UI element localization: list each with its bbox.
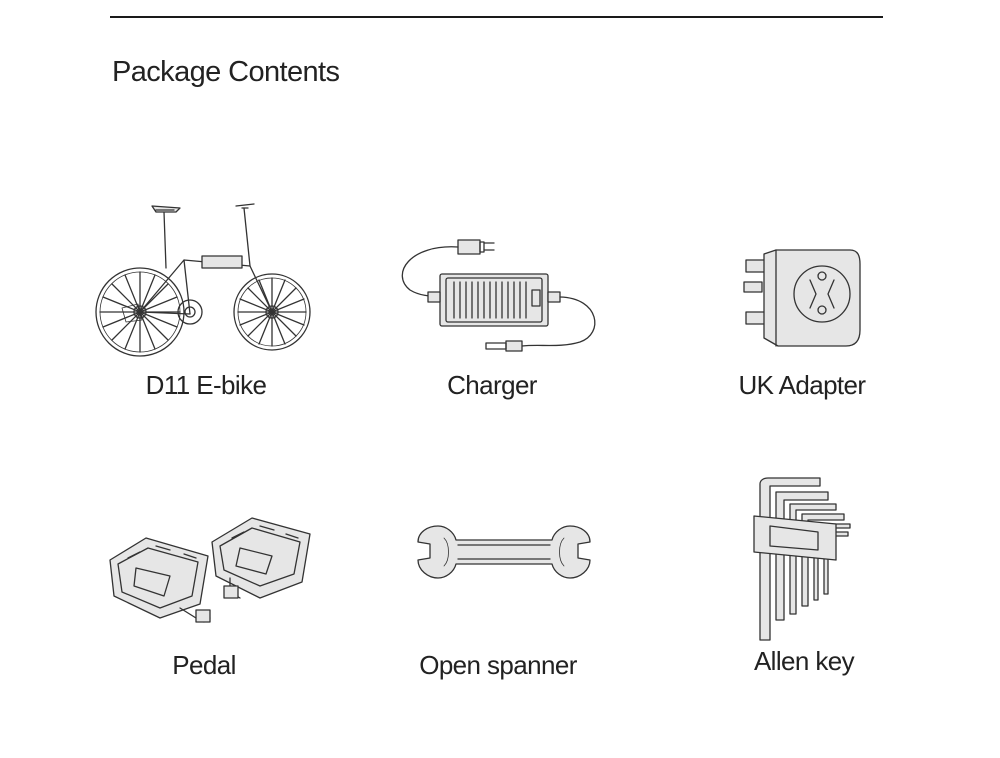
pedal-icon	[109, 517, 311, 623]
item-label: Open spanner	[419, 650, 577, 680]
uk-adapter-icon	[743, 249, 861, 347]
allen-key-icon	[753, 477, 851, 641]
ebike-icon	[95, 203, 311, 357]
item-label: Pedal	[172, 650, 236, 680]
page-title: Package Contents	[112, 56, 340, 88]
open-spanner-icon	[417, 525, 591, 579]
item-label: Charger	[447, 370, 537, 400]
item-label: Allen key	[753, 646, 855, 676]
charger-icon	[401, 239, 596, 352]
top-divider	[110, 16, 883, 18]
item-label: UK Adapter	[738, 370, 867, 400]
item-label: D11 E-bike	[145, 370, 267, 400]
